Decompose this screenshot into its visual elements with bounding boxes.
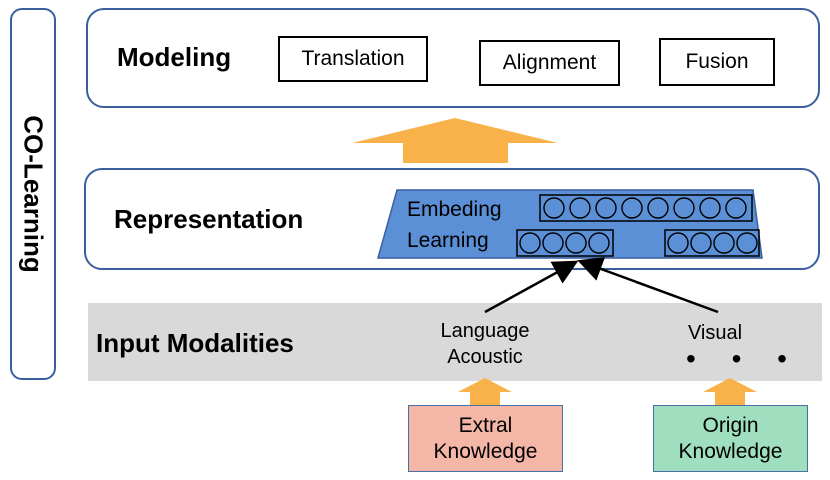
learning-label: Learning	[407, 229, 489, 252]
translation-box: Translation	[278, 36, 428, 82]
modeling-panel: Modeling Translation Alignment Fusion	[86, 8, 820, 108]
extral-up-arrow	[458, 378, 512, 405]
input-modalities-band	[88, 303, 822, 381]
extral-knowledge-line2: Knowledge	[433, 439, 538, 463]
origin-knowledge-line1: Origin	[702, 413, 759, 437]
extral-knowledge-line1: Extral	[458, 413, 513, 437]
extral-knowledge-box: Extral Knowledge	[408, 405, 563, 472]
co-learning-panel: CO-Learning	[10, 8, 56, 380]
acoustic-label: Acoustic	[447, 346, 523, 368]
visual-label: Visual	[687, 322, 743, 344]
language-label: Language	[440, 320, 530, 342]
more-modalities-dots: • • •	[686, 343, 801, 374]
representation-title: Representation	[114, 204, 304, 234]
alignment-box: Alignment	[479, 40, 620, 86]
co-learning-label: CO-Learning	[18, 115, 49, 273]
input-modalities-title: Input Modalities	[96, 328, 294, 358]
origin-knowledge-line2: Knowledge	[678, 439, 783, 463]
origin-knowledge-box: Origin Knowledge	[653, 405, 808, 472]
embedding-label: Embeding	[407, 198, 502, 221]
fusion-box: Fusion	[659, 38, 775, 86]
modeling-title: Modeling	[117, 42, 232, 72]
up-arrow-large-shape	[352, 118, 558, 163]
origin-up-arrow	[703, 378, 757, 405]
